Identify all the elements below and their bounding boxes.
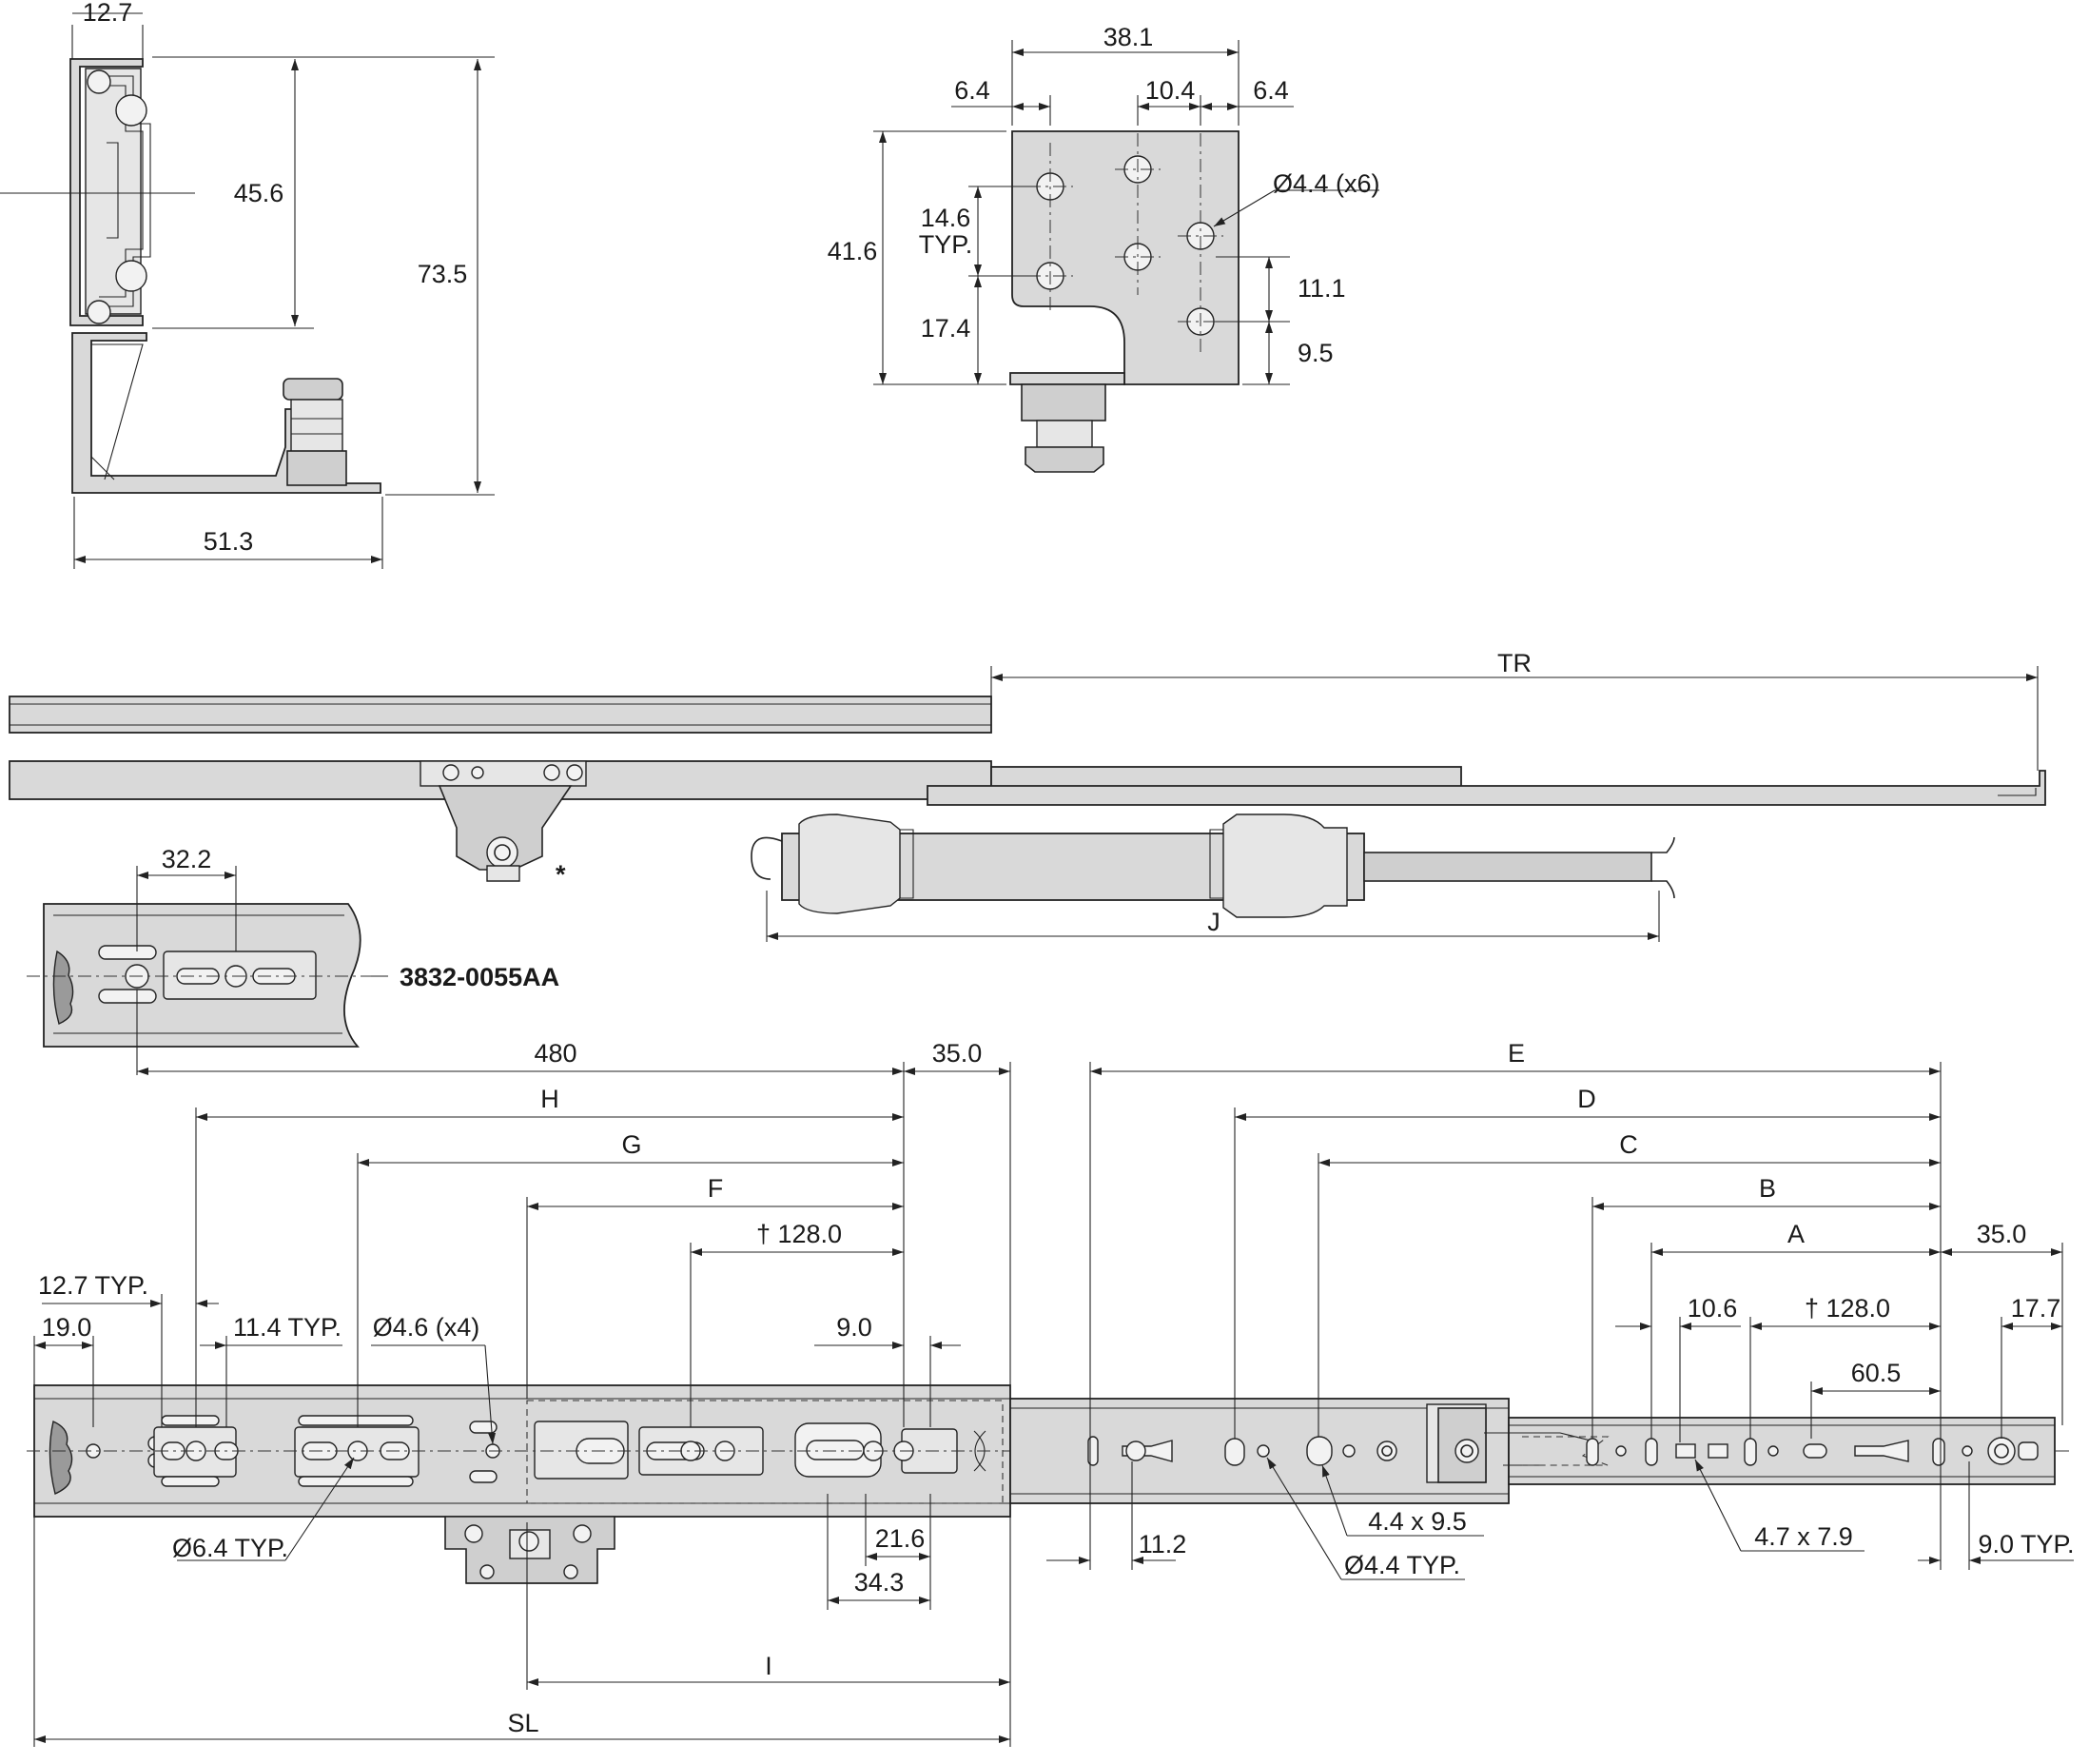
dim-slot-4-4x9-5: 4.4 x 9.5	[1368, 1507, 1467, 1536]
dim-21-6: 21.6	[875, 1524, 926, 1553]
cabinet-member-view	[27, 1384, 2072, 1584]
dim-G: G	[621, 1130, 641, 1159]
dim-travel: TR	[1497, 649, 1532, 677]
dim-480: 480	[534, 1039, 576, 1068]
dim-end-offset-35: 35.0	[932, 1039, 983, 1068]
dim-A: A	[1787, 1220, 1805, 1248]
detail-dimensions: 32.2 3832-0055AA	[136, 845, 559, 991]
dim-hole-4-6: Ø4.6 (x4)	[373, 1313, 480, 1342]
dim-bracket-left-offset: 6.4	[954, 76, 990, 105]
dim-D: D	[1577, 1085, 1596, 1113]
detail-view	[27, 903, 371, 1048]
extended-side-view: *	[9, 666, 2046, 889]
dim-60-5: 60.5	[1851, 1359, 1902, 1387]
dim-bracket-right-offset: 6.4	[1253, 76, 1289, 105]
drawer-member-view	[1009, 1398, 2056, 1504]
tool-length-dimension: J	[766, 891, 1660, 942]
dim-bracket-height: 41.6	[828, 237, 878, 265]
dim-slot-4-7x7-9: 4.7 x 7.9	[1754, 1522, 1853, 1551]
disconnect-marker: *	[556, 860, 566, 889]
dim-E: E	[1508, 1039, 1525, 1068]
dim-bracket-hole-spacing: 10.4	[1145, 76, 1196, 105]
profile-view	[0, 58, 381, 494]
dim-I: I	[765, 1652, 772, 1680]
dim-bracket-lower-height: 17.4	[921, 314, 971, 343]
dim-hole-6-4: Ø6.4 TYP.	[172, 1534, 288, 1562]
dim-rail-height: 45.6	[234, 179, 284, 207]
dim-C: C	[1619, 1130, 1638, 1159]
dim-dagger-128-left: † 128.0	[756, 1220, 842, 1248]
dim-bracket-vertical-pitch-note: TYP.	[919, 230, 973, 259]
dim-pitch-9-typ: 9.0 TYP.	[1978, 1530, 2074, 1558]
dim-B: B	[1759, 1174, 1776, 1203]
dim-10-6: 10.6	[1688, 1294, 1738, 1323]
profile-dimensions: 12.7 45.6 73.5 51.3	[71, 0, 495, 569]
dim-dagger-128-right: † 128.0	[1805, 1294, 1890, 1323]
dim-SL: SL	[507, 1709, 538, 1737]
bracket-view	[1009, 130, 1240, 473]
detail-part-number: 3832-0055AA	[400, 963, 559, 991]
dim-end-35-right: 35.0	[1977, 1220, 2027, 1248]
dim-17-7: 17.7	[2011, 1294, 2061, 1323]
dim-gap-9: 9.0	[836, 1313, 872, 1342]
dim-slot-11-4: 11.4 TYP.	[233, 1313, 342, 1342]
tool-view	[751, 813, 1675, 918]
dim-start-19: 19.0	[42, 1313, 92, 1342]
bracket-dimensions: 38.1 6.4 10.4 6.4 Ø4.4 (x6) 41.6 14.6 TY…	[828, 23, 1380, 385]
dim-H: H	[540, 1085, 559, 1113]
dim-bracket-width: 38.1	[1103, 23, 1154, 51]
dim-pitch-12-7: 12.7 TYP.	[38, 1271, 148, 1300]
cabinet-member-dimensions: 480 35.0 H G F † 128.0 12.7 TYP. 19.0 11…	[33, 990, 1011, 1747]
dim-detail-pitch: 32.2	[162, 845, 212, 873]
dim-hole-4-4: Ø4.4 TYP.	[1344, 1551, 1460, 1579]
travel-dimension: TR	[990, 649, 2038, 696]
dim-bracket-right-pitch: 11.1	[1298, 274, 1346, 303]
dim-34-3: 34.3	[854, 1568, 905, 1597]
dim-F: F	[708, 1174, 724, 1203]
dim-tool-length: J	[1207, 908, 1220, 936]
drawer-member-dimensions: E D C B A 35.0 10.6 † 128.0 17.7	[1046, 1039, 2075, 1580]
dim-11-2: 11.2	[1139, 1530, 1187, 1558]
dim-bracket-vertical-pitch: 14.6	[921, 204, 971, 232]
dim-top-width: 12.7	[83, 0, 133, 27]
dim-bracket-right-bottom: 9.5	[1298, 339, 1334, 367]
dim-base-width: 51.3	[204, 527, 254, 556]
bracket-hole-callout: Ø4.4 (x6)	[1273, 169, 1380, 198]
dim-overall-height: 73.5	[418, 260, 468, 288]
